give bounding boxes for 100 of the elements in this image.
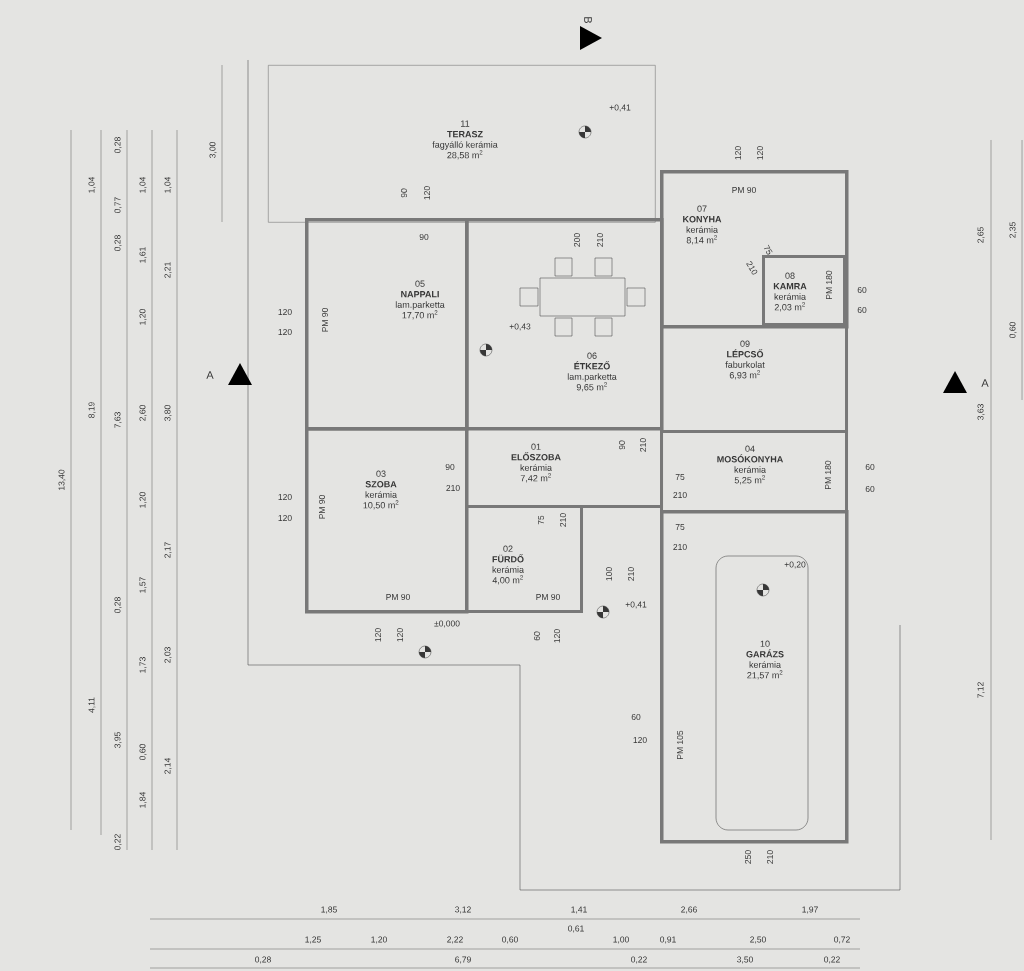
opening-size: 210: [673, 544, 687, 550]
opening-size: 120: [735, 146, 741, 160]
opening-size: PM 90: [386, 594, 410, 600]
dimension-text: 0,28: [114, 137, 122, 153]
dimension-text: 2,65: [977, 227, 985, 243]
opening-size: 100: [606, 567, 612, 581]
dimension-text: 0,28: [114, 597, 122, 613]
dimension-text: 2,35: [1009, 222, 1017, 238]
dimension-text: 1,04: [139, 176, 147, 193]
opening-size: 120: [554, 629, 560, 643]
dimension-text: 2,22: [447, 936, 463, 944]
opening-size: PM 180: [826, 270, 832, 299]
dimension-text: 1,57: [139, 577, 147, 593]
dimension-text: 1,00: [613, 936, 629, 944]
opening-size: 120: [278, 329, 292, 335]
opening-size: 210: [560, 513, 566, 527]
level-text: ±0,000: [434, 620, 460, 628]
dimension-text: 6,79: [455, 956, 471, 964]
opening-size: 60: [534, 631, 540, 641]
opening-size: 120: [633, 737, 647, 743]
opening-size: PM 90: [322, 308, 328, 332]
dimension-text: 7,63: [114, 412, 122, 428]
opening-size: 60: [857, 307, 867, 313]
dimension-text: 13,40: [58, 469, 66, 490]
dimension-text: 0,60: [502, 936, 518, 944]
dimension-text: 0,72: [834, 936, 850, 944]
opening-size: 60: [865, 486, 875, 492]
opening-size: 210: [767, 850, 773, 864]
dimension-text: 2,50: [750, 936, 766, 944]
room: 09 LÉPCSŐ faburkolat 6,93 m$^{2}$: [660, 325, 848, 433]
opening-size: PM 90: [536, 594, 560, 600]
dimension-text: 0,60: [1009, 322, 1017, 338]
opening-size: 250: [745, 850, 751, 864]
dimension-text: 2,14: [164, 758, 172, 774]
section-letter: B: [584, 17, 592, 24]
level-text: +0,41: [609, 104, 631, 112]
opening-size: 90: [445, 464, 455, 470]
dimension-text: 1,25: [305, 936, 321, 944]
dimension-text: 1,04: [164, 176, 172, 193]
opening-size: 75: [675, 474, 685, 480]
dimension-text: 3,12: [455, 906, 471, 914]
opening-size: 60: [865, 464, 875, 470]
level-text: +0,20: [784, 561, 806, 569]
opening-size: 75: [538, 515, 544, 525]
opening-size: 120: [424, 186, 430, 200]
dimension-text: 0,77: [114, 197, 122, 213]
opening-size: 200: [574, 233, 580, 247]
dimension-text: 1,20: [371, 936, 387, 944]
opening-size: 120: [757, 146, 763, 160]
dimension-text: 1,85: [321, 906, 337, 914]
section-letter: A: [981, 379, 989, 387]
opening-size: 210: [628, 567, 634, 581]
dimension-text: 2,66: [681, 906, 697, 914]
dimension-text: 0,28: [114, 235, 122, 251]
dimension-text: 1,61: [139, 247, 147, 263]
section-letter: A: [206, 371, 214, 379]
dimension-text: 2,03: [164, 647, 172, 663]
opening-size: 120: [278, 515, 292, 521]
dimension-text: 1,84: [139, 792, 147, 808]
opening-size: 210: [446, 485, 460, 491]
dimension-text: 3,50: [737, 956, 753, 964]
opening-size: 210: [597, 233, 603, 247]
opening-size: 120: [397, 628, 403, 642]
dimension-text: 2,21: [164, 262, 172, 278]
opening-size: 120: [278, 309, 292, 315]
dimension-text: 1,20: [139, 492, 147, 508]
dimension-text: 2,17: [164, 542, 172, 558]
opening-size: 90: [401, 188, 407, 198]
dimension-text: 3,00: [209, 142, 217, 158]
dimension-text: 1,04: [88, 176, 96, 193]
dimension-text: 3,80: [164, 405, 172, 421]
level-text: +0,41: [625, 601, 647, 609]
dimension-text: 0,60: [139, 744, 147, 760]
dimension-text: 0,22: [631, 956, 647, 964]
opening-size: 210: [640, 438, 646, 452]
dimension-text: 2,60: [139, 405, 147, 421]
opening-size: 90: [419, 234, 429, 240]
dimension-text: 1,41: [571, 906, 587, 914]
dimension-text: 1,97: [802, 906, 818, 914]
dimension-text: 3,95: [114, 732, 122, 748]
level-text: +0,43: [509, 323, 531, 331]
opening-size: 60: [857, 287, 867, 293]
opening-size: PM 180: [825, 460, 831, 489]
dimension-text: 0,61: [568, 925, 584, 933]
dimension-text: 0,28: [255, 956, 271, 964]
opening-size: 75: [675, 524, 685, 530]
dimension-text: 1,73: [139, 657, 147, 673]
opening-size: 210: [673, 492, 687, 498]
dimension-text: 0,22: [824, 956, 840, 964]
dimension-text: 0,22: [114, 834, 122, 850]
dimension-text: 0,91: [660, 936, 676, 944]
dimension-text: 1,20: [139, 309, 147, 325]
dimension-text: 3,63: [977, 404, 985, 420]
opening-size: 120: [278, 494, 292, 500]
opening-size: PM 90: [732, 187, 756, 193]
opening-size: PM 90: [319, 495, 325, 519]
opening-size: 90: [619, 440, 625, 450]
opening-size: 60: [631, 714, 641, 720]
opening-size: 120: [375, 628, 381, 642]
dimension-text: 8,19: [88, 402, 96, 418]
